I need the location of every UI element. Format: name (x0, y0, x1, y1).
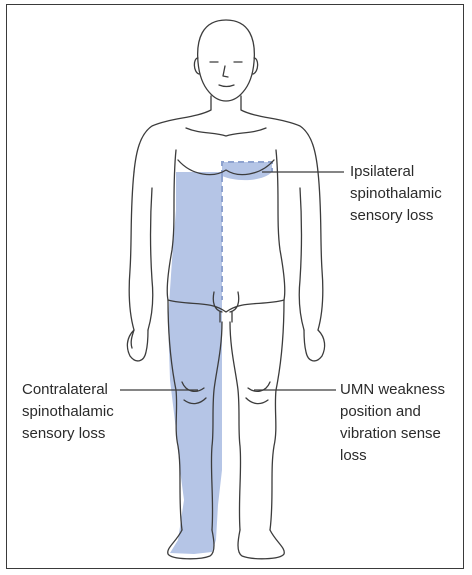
arm-left (129, 172, 153, 348)
ipsilateral-loss-band (222, 162, 272, 180)
foot-right (238, 530, 284, 559)
mouth (219, 85, 234, 87)
contralateral-loss-region (168, 172, 222, 554)
label-umn-weakness: UMN weakness position and vibration sens… (340, 379, 445, 467)
nose (223, 66, 228, 77)
neck-shoulders (134, 96, 318, 172)
head-outline (198, 20, 255, 101)
knee-right (246, 382, 270, 404)
arm-right (299, 172, 323, 330)
hand-left (127, 330, 148, 361)
leg-right (230, 300, 284, 530)
label-contralateral-loss: Contralateral spinothalamic sensory loss (22, 379, 114, 445)
clavicles (186, 128, 266, 136)
hand-right (304, 330, 325, 361)
midline-dashed-boundary (222, 162, 272, 300)
label-ipsilateral-loss: Ipsilateral spinothalamic sensory loss (350, 161, 442, 227)
